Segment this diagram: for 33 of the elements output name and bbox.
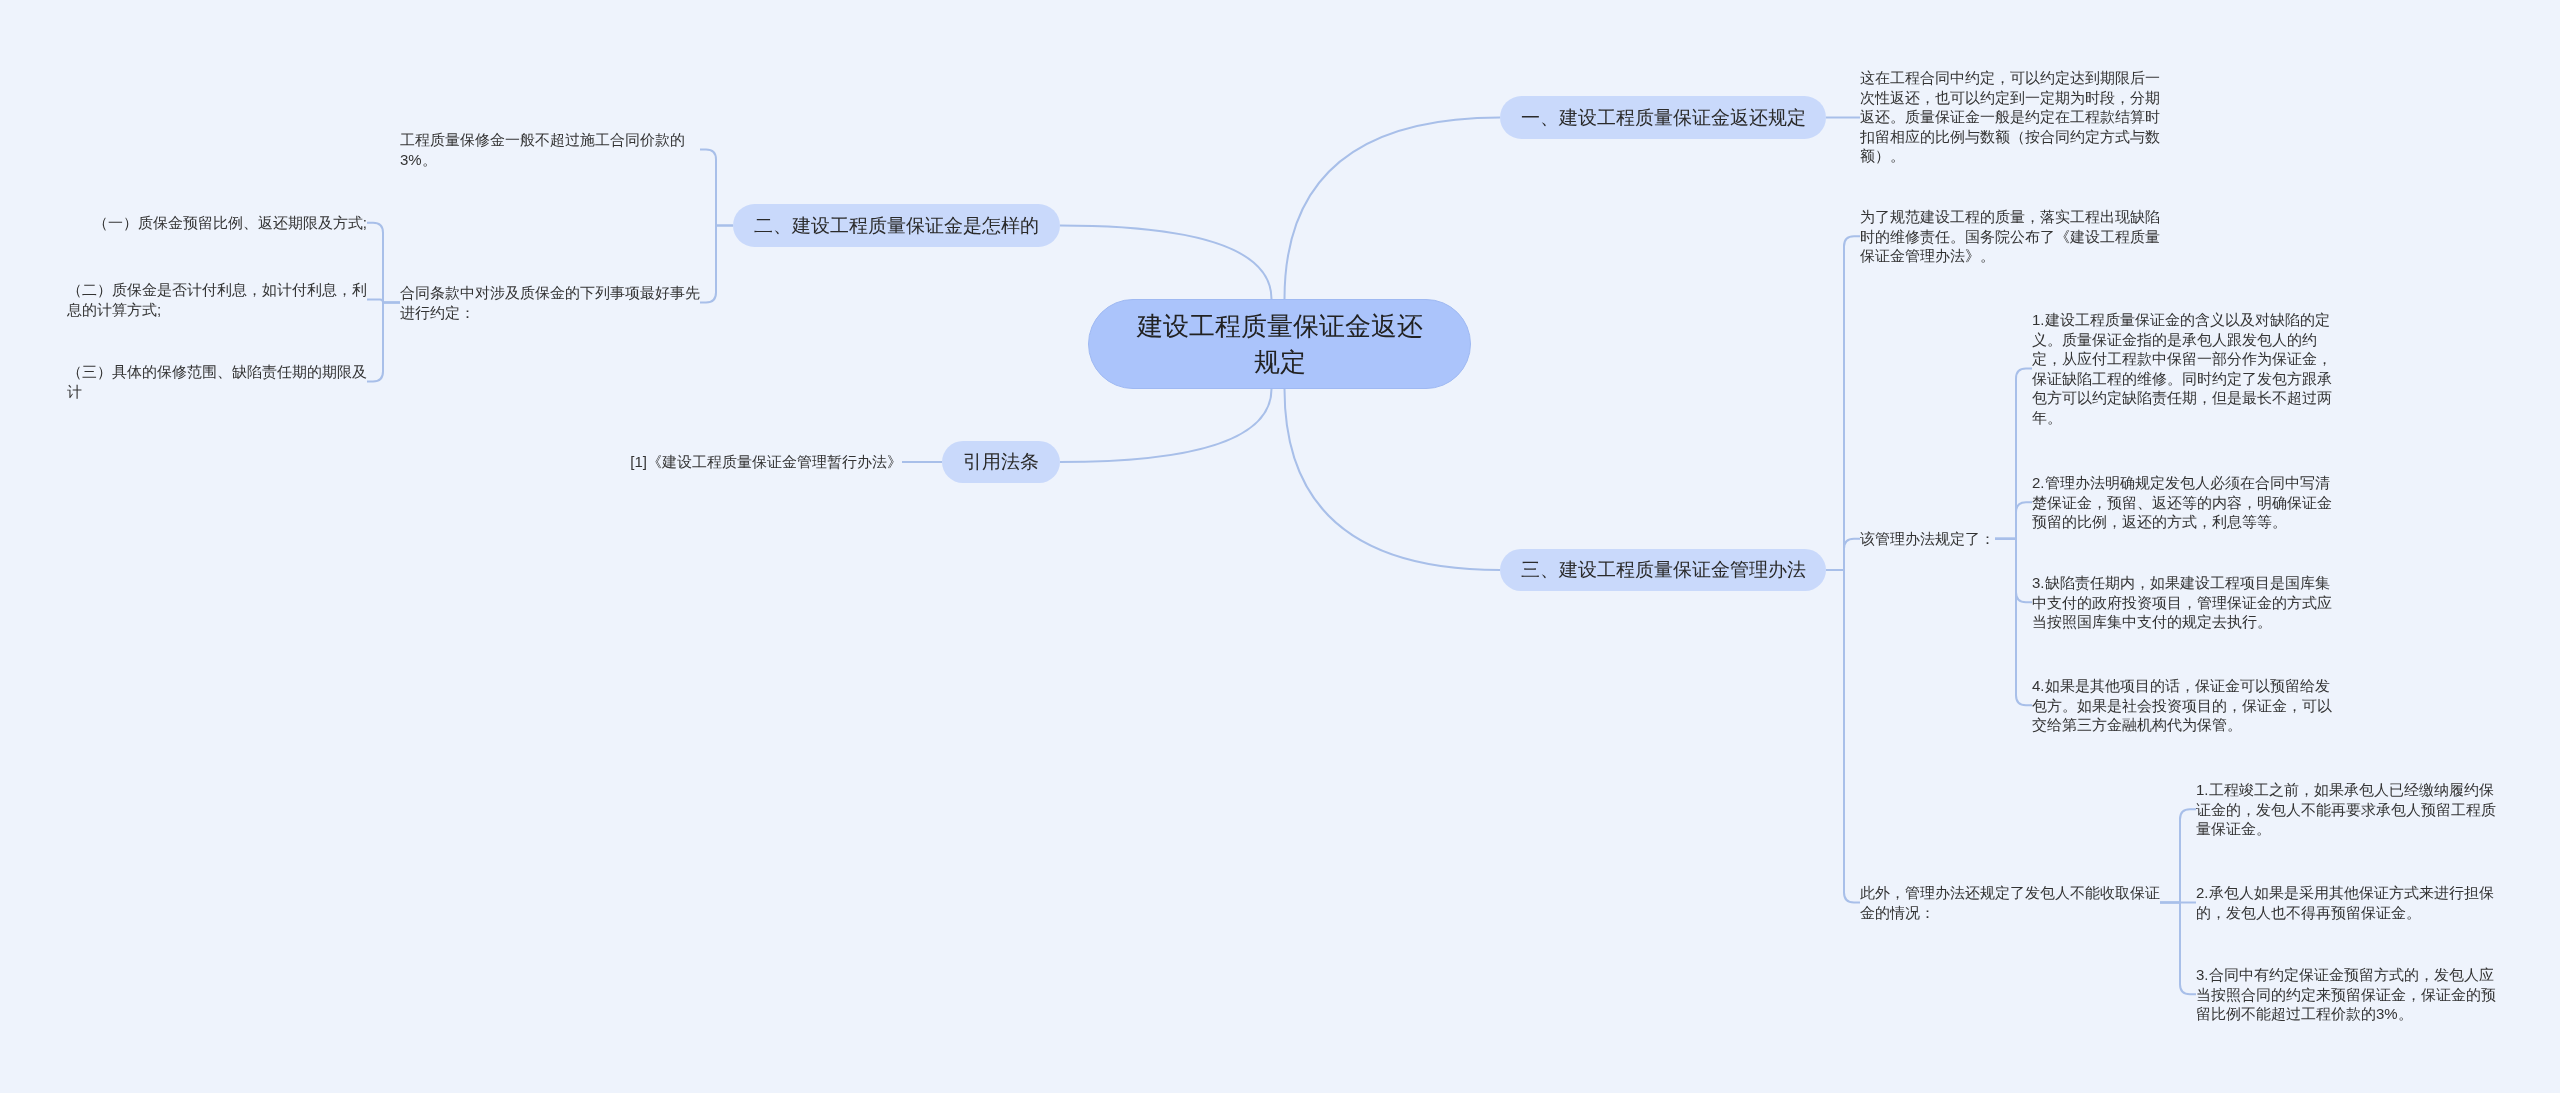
note-text: （三）具体的保修范围、缺陷责任期的期限及计 (67, 362, 367, 401)
note-text: 工程质量保修金一般不超过施工合同价款的3%。 (400, 130, 686, 169)
note-text: [1]《建设工程质量保证金管理暂行办法》 (630, 452, 902, 472)
note-text: 这在工程合同中约定，可以约定达到期限后一次性返还，也可以约定到一定期为时段，分期返还。质量保证金一般是约定在工程款结算时扣留相应的比例与数额（按合同约定方式与数额）。 (1860, 68, 2160, 166)
note-text: 为了规范建设工程的质量，落实工程出现缺陷时的维修责任。国务院公布了《建设工程质量保证金管理办法》。 (1860, 207, 2160, 266)
note-text: 4.如果是其他项目的话，保证金可以预留给发包方。如果是社会投资项目的，保证金，可以交给第三方金融机构代为保管。 (2032, 676, 2332, 735)
connector-line (1283, 116, 1501, 300)
note-text: 1.工程竣工之前，如果承包人已经缴纳履约保证金的，发包人不能再要求承包人预留工程质量保证金。 (2196, 780, 2496, 839)
topic-text: 建设工程质量保证金返还规定 (1135, 310, 1424, 379)
note-text: 3.缺陷责任期内，如果建设工程项目是国库集中支付的政府投资项目，管理保证金的方式应当按照国库集中支付的规定去执行。 (2032, 573, 2332, 632)
connector-line (1059, 388, 1273, 463)
connector-line (1283, 388, 1501, 571)
topic-text: 二、建设工程质量保证金是怎样的 (754, 213, 1039, 238)
connector-line (1825, 569, 1861, 904)
note-text: 2.管理办法明确规定发包人必须在合同中写清楚保证金，预留、返还等的内容，明确保证金预留的比例，返还的方式，利息等等。 (2032, 473, 2332, 532)
note-text: 合同条款中对涉及质保金的下列事项最好事先进行约定： (400, 283, 700, 322)
connector-line (1059, 224, 1273, 300)
connector-line (901, 461, 943, 463)
note-text: 此外，管理办法还规定了发包人不能收取保证金的情况： (1860, 883, 2160, 922)
topic-pill (733, 204, 1060, 247)
topic-pill (1500, 96, 1826, 139)
note-text: 该管理办法规定了： (1860, 529, 1995, 549)
note-text: （二）质保金是否计付利息，如计付利息，利息的计算方式; (67, 280, 367, 319)
note-text: 3.合同中有约定保证金预留方式的，发包人应当按照合同的约定来预留保证金，保证金的预留比例不能超过工程价款的3%。 (2196, 965, 2496, 1024)
connector-line (1825, 116, 1861, 119)
note-text: 2.承包人如果是采用其他保证方式来进行担保的，发包人也不得再预留保证金。 (2196, 883, 2495, 922)
topic-text: 一、建设工程质量保证金返还规定 (1520, 105, 1806, 130)
topic-pill (1500, 549, 1826, 591)
topic-pill (942, 441, 1060, 483)
note-text: 1.建设工程质量保证金的含义以及对缺陷的定义。质量保证金指的是承包人跟发包人的约定，从应付工程款中保留一部分作为保证金，保证缺陷工程的维修。同时约定了发包方跟承包方可以约定缺陷责任期，但是最长不超过两年。 (2032, 310, 2332, 427)
topic-text: 引用法条 (963, 450, 1039, 474)
topic-text: 三、建设工程质量保证金管理办法 (1520, 558, 1806, 582)
note-text: （一）质保金预留比例、返还期限及方式; (92, 213, 367, 233)
